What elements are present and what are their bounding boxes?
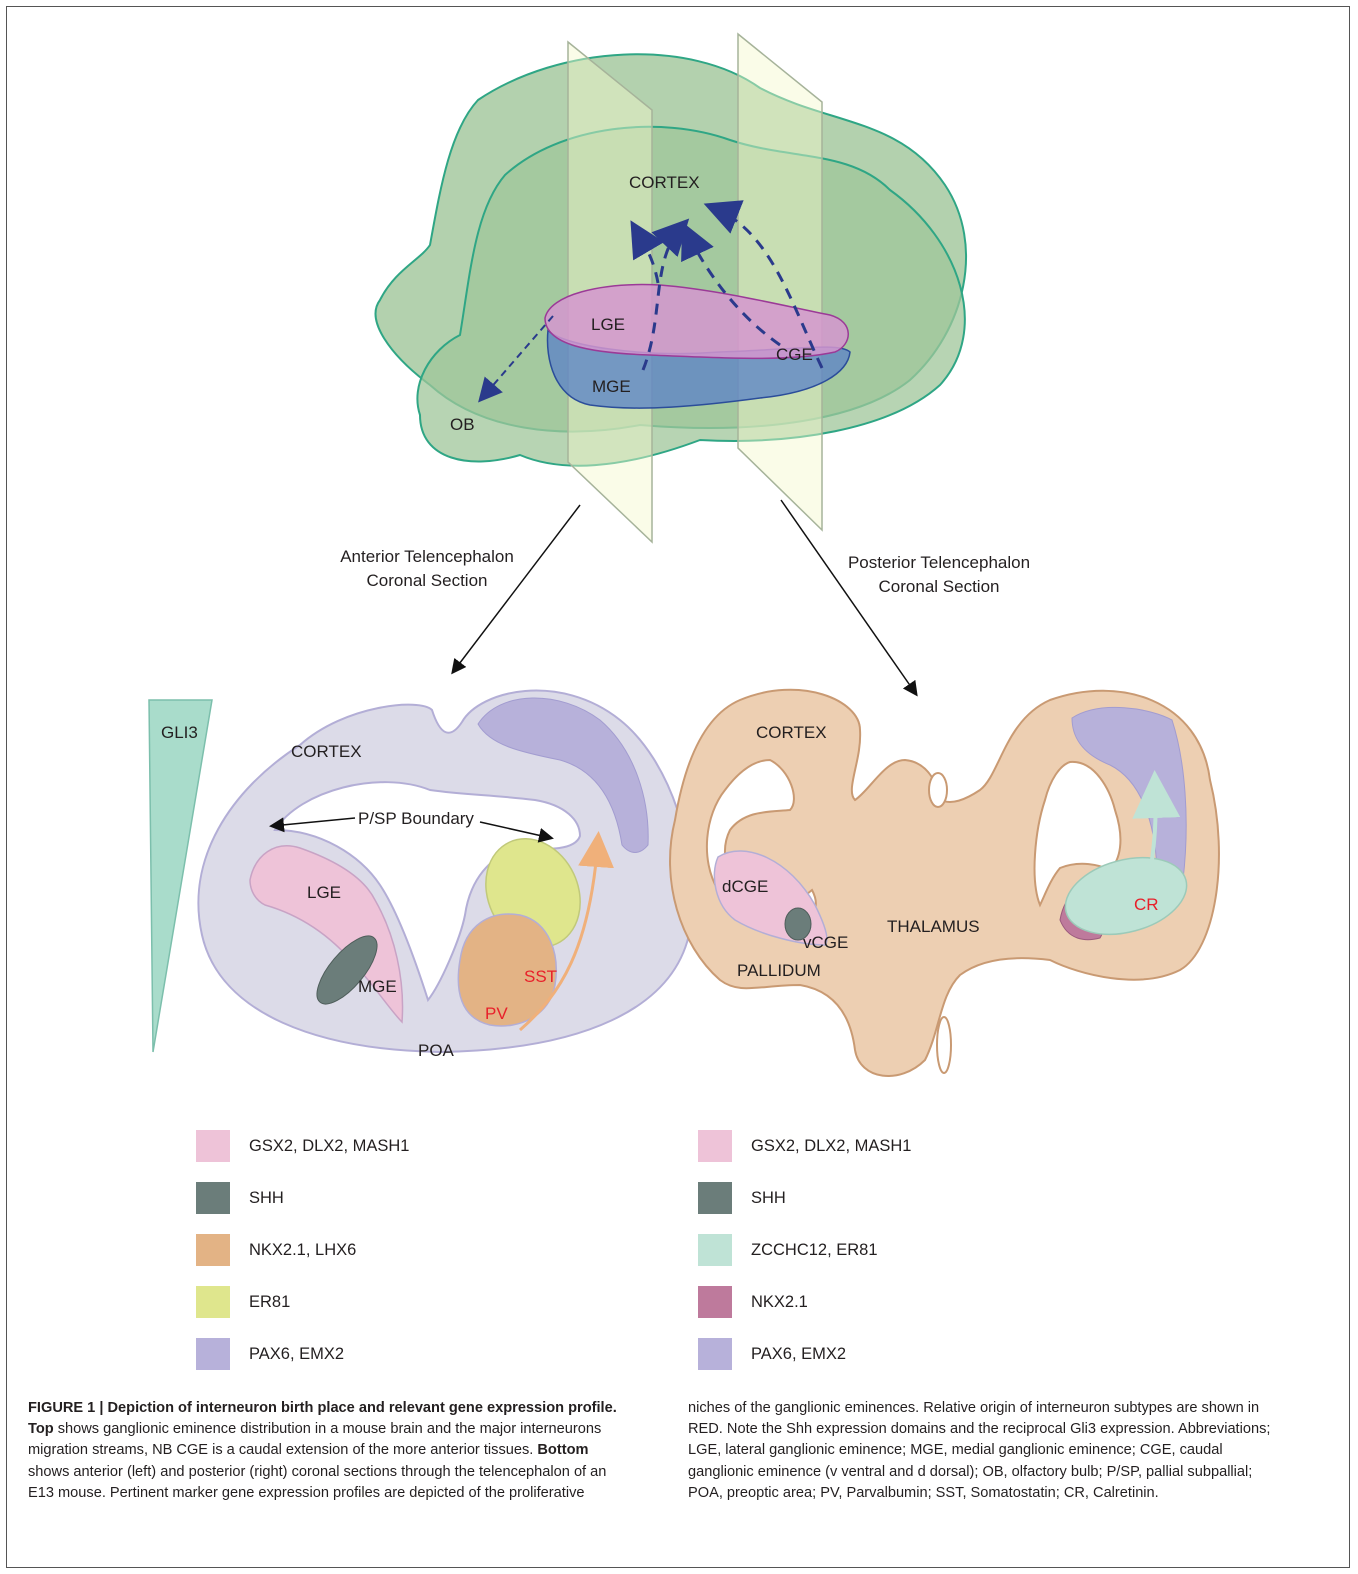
caption-column-left: FIGURE 1 | Depiction of interneuron birt… [28, 1398, 628, 1504]
boundary-label: P/SP Boundary [358, 809, 474, 828]
brain-lge-label: LGE [591, 315, 625, 334]
legend-label: PAX6, EMX2 [249, 1345, 344, 1364]
sst-label: SST [524, 967, 557, 986]
posterior-ventricle-center [929, 773, 947, 807]
anterior-section-title-line1: Anterior Telencephalon [340, 547, 514, 566]
legend-item: GSX2, DLX2, MASH1 [196, 1130, 409, 1162]
posterior-section-arrow [781, 500, 916, 694]
legend-swatch [698, 1182, 732, 1214]
brain-mge-label: MGE [592, 377, 631, 396]
legend-swatch [698, 1338, 732, 1370]
legend-item: NKX2.1, LHX6 [196, 1234, 356, 1266]
pv-label: PV [485, 1004, 508, 1023]
caption-right-text: niches of the ganglionic eminences. Rela… [688, 1398, 1288, 1504]
legend-label: ZCCHC12, ER81 [751, 1241, 878, 1260]
legend-item: NKX2.1 [698, 1286, 808, 1318]
legend-item: PAX6, EMX2 [698, 1338, 846, 1370]
thalamus-label: THALAMUS [887, 917, 980, 936]
legend-label: SHH [249, 1189, 284, 1208]
legend-label: NKX2.1 [751, 1293, 808, 1312]
cr-label: CR [1134, 895, 1159, 914]
legend-item: PAX6, EMX2 [196, 1338, 344, 1370]
legend-swatch [698, 1234, 732, 1266]
legend-swatch [698, 1130, 732, 1162]
caption-bottom-bold: Bottom [537, 1442, 588, 1458]
caption-bottom-text: shows anterior (left) and posterior (rig… [28, 1464, 606, 1501]
legend-label: SHH [751, 1189, 786, 1208]
legend-swatch [196, 1130, 230, 1162]
legend-label: GSX2, DLX2, MASH1 [751, 1137, 911, 1156]
anterior-coronal-section: GLI3 CORTEX P/SP Boundary LGE MGE POA SS… [149, 691, 692, 1060]
poa-label: POA [418, 1041, 455, 1060]
figure-caption: FIGURE 1 | Depiction of interneuron birt… [28, 1398, 1328, 1566]
caption-figure-label: FIGURE 1 | Depiction of interneuron birt… [28, 1400, 617, 1416]
legend-label: NKX2.1, LHX6 [249, 1241, 356, 1260]
posterior-ventricle-bottom [937, 1017, 951, 1073]
legend-item: ZCCHC12, ER81 [698, 1234, 878, 1266]
brain-cortex-label: CORTEX [629, 173, 700, 192]
legend-swatch [196, 1286, 230, 1318]
caption-top-text: shows ganglionic eminence distribution i… [28, 1421, 601, 1458]
legend-swatch [196, 1182, 230, 1214]
legend-swatch [196, 1338, 230, 1370]
caption-column-right: niches of the ganglionic eminences. Rela… [688, 1398, 1288, 1504]
legend-label: GSX2, DLX2, MASH1 [249, 1137, 409, 1156]
brain-ob-label: OB [450, 415, 475, 434]
anterior-cortex-label: CORTEX [291, 742, 362, 761]
anterior-mge-label: MGE [358, 977, 397, 996]
anterior-lge-label: LGE [307, 883, 341, 902]
legend-label: PAX6, EMX2 [751, 1345, 846, 1364]
legend-item: ER81 [196, 1286, 290, 1318]
caption-top-bold: Top [28, 1421, 54, 1437]
posterior-section-title-line1: Posterior Telencephalon [848, 553, 1030, 572]
anterior-section-title-line2: Coronal Section [367, 571, 488, 590]
legend-item: SHH [698, 1182, 786, 1214]
vcge-label: vCGE [803, 933, 848, 952]
legend-swatch [698, 1286, 732, 1318]
brain-cge-label: CGE [776, 345, 813, 364]
brain-top-view: CORTEX LGE MGE CGE OB [376, 34, 966, 542]
posterior-section-title-line2: Coronal Section [879, 577, 1000, 596]
pallidum-label: PALLIDUM [737, 961, 821, 980]
legend-item: GSX2, DLX2, MASH1 [698, 1130, 911, 1162]
posterior-coronal-section: CORTEX dCGE vCGE PALLIDUM THALAMUS CR [670, 690, 1219, 1076]
legend-swatch [196, 1234, 230, 1266]
legend-item: SHH [196, 1182, 284, 1214]
dcge-label: dCGE [722, 877, 768, 896]
posterior-section-plane [738, 34, 822, 530]
legend-label: ER81 [249, 1293, 290, 1312]
gli3-label: GLI3 [161, 723, 198, 742]
posterior-cortex-label: CORTEX [756, 723, 827, 742]
